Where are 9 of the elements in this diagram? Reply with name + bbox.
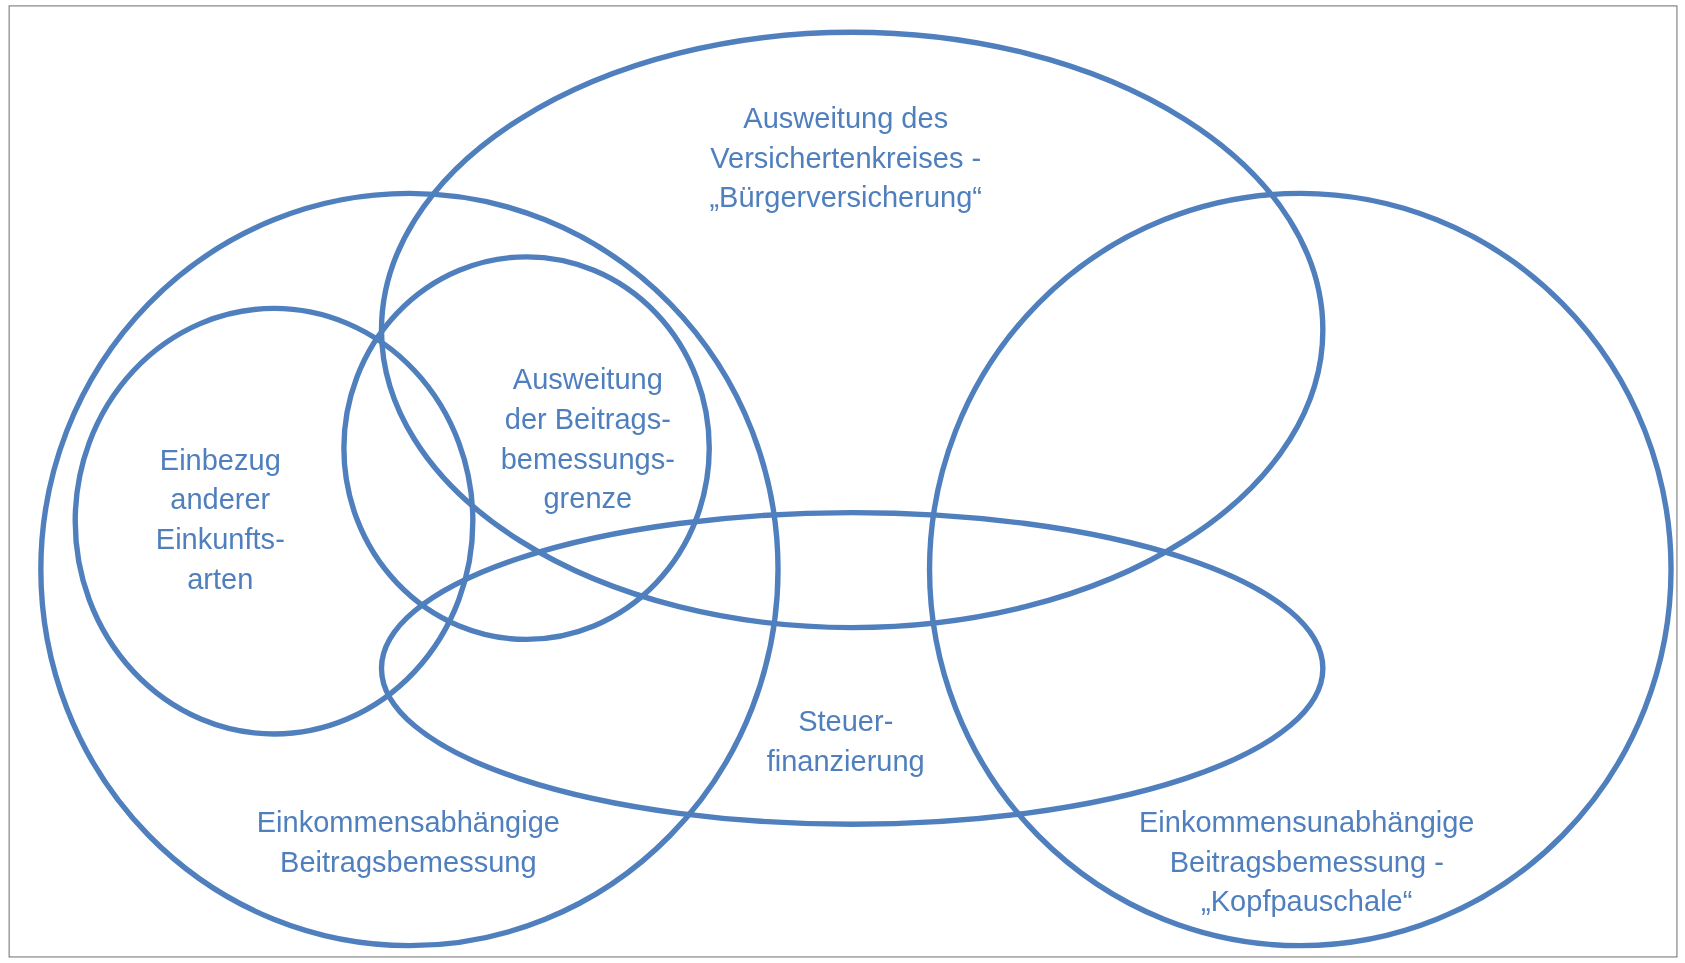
set-label: Ausweitung der Beitrags-bemessungs-grenze — [499, 361, 676, 517]
venn-ellipse — [75, 308, 473, 734]
venn-ellipse — [343, 256, 710, 640]
set-label: Steuer-finanzierung — [765, 703, 926, 779]
set-label: Einbezug anderer Einkunfts-arten — [154, 442, 286, 597]
set-label: Ausweitung des Versichertenkreises - „Bürgerversicherung“ — [708, 100, 983, 216]
venn-ellipse — [381, 32, 1323, 628]
set-label: Einkommensabhängige Beitragsbemessung — [255, 804, 561, 880]
set-label: Einkommensunabhängige Beitragsbemessung - „Kopfpauschale“ — [1138, 804, 1476, 920]
